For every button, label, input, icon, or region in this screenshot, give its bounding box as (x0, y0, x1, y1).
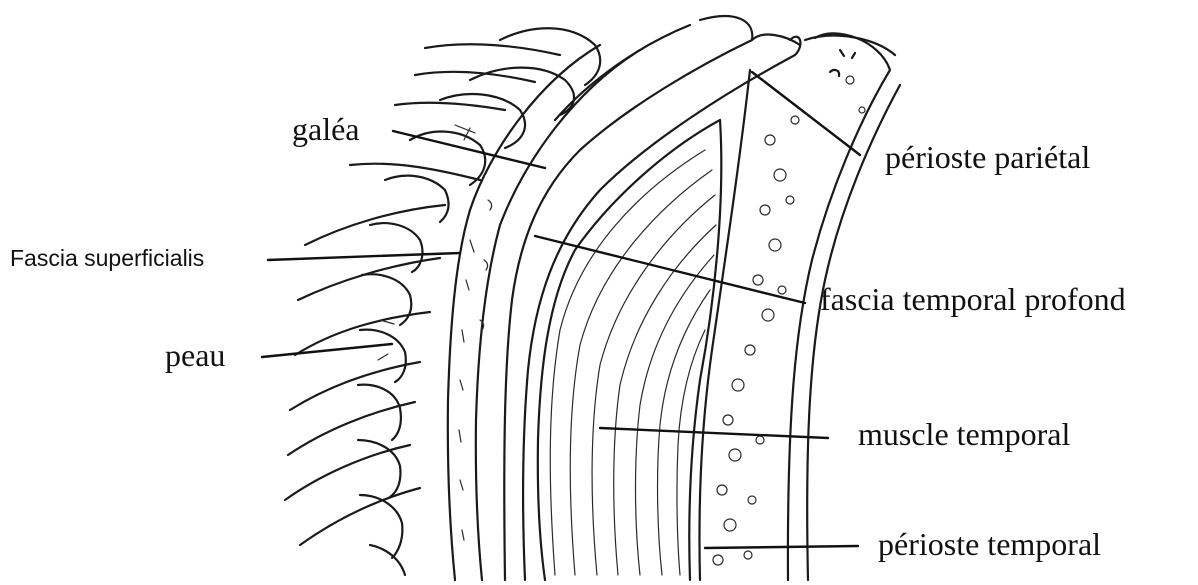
label-perioste-temporal: périoste temporal (878, 526, 1101, 562)
label-muscle-temporal: muscle temporal (858, 416, 1070, 452)
leader-perioste-parietal (752, 72, 860, 155)
labels: galéa Fascia superficialis peau périoste… (10, 111, 1126, 562)
leader-fascia-temporal-profond (535, 236, 805, 303)
leader-perioste-temporal (705, 546, 858, 548)
label-perioste-parietal: périoste pariétal (885, 139, 1090, 175)
leader-muscle-temporal (600, 428, 828, 438)
label-galea: galéa (292, 111, 360, 147)
anatomy-drawing (285, 16, 900, 580)
fascia-temporal-profond-layer (523, 37, 800, 580)
leader-peau (262, 344, 392, 357)
label-fascia-superficialis: Fascia superficialis (10, 245, 204, 271)
label-fascia-temporal-profond: fascia temporal profond (820, 281, 1126, 317)
temporal-muscle (550, 120, 721, 580)
label-peau: peau (165, 337, 225, 373)
